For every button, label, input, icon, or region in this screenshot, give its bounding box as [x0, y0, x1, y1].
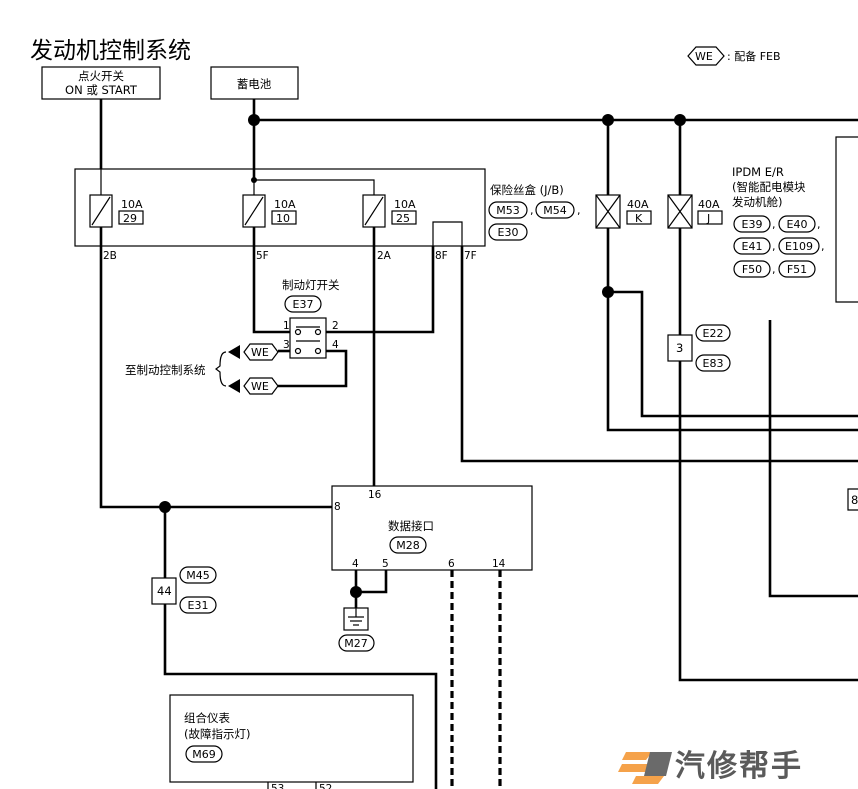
brake-control-tag-1: WE — [251, 346, 269, 359]
edge-pin-label: 8 — [851, 493, 858, 507]
brake-switch-pin3: 3 — [283, 339, 290, 351]
harness-joint-number: 44 — [157, 584, 172, 598]
meter-line1: 组合仪表 — [184, 711, 230, 725]
comma: , — [817, 218, 821, 231]
connector-e40: E40 — [787, 218, 808, 231]
wires — [99, 99, 858, 789]
diagram-title: 发动机控制系统 — [30, 38, 191, 64]
connector-m28: M28 — [396, 539, 420, 552]
connector-e109: E109 — [785, 240, 813, 253]
connector-m54: M54 — [543, 204, 567, 217]
ipdm-fuse-j-rating: 40A — [698, 198, 720, 211]
ipdm-fuse-k-number: K — [635, 212, 643, 225]
junction-dots — [159, 114, 686, 598]
connector-m53: M53 — [496, 204, 520, 217]
comma: , — [772, 218, 776, 231]
joint-3-number: 3 — [676, 341, 683, 355]
brake-switch-label: 制动灯开关 — [282, 278, 340, 292]
connector-f50: F50 — [742, 263, 762, 276]
edge-connector: 8 — [847, 488, 858, 511]
joint-3: 3 E22 E83 — [667, 324, 731, 372]
watermark-text: 汽修帮手 — [675, 749, 803, 784]
fuse-25-pin: 2A — [377, 250, 392, 262]
ipdm-labels: IPDM E/R (智能配电模块 发动机舱) E39 , E40 , E41 ,… — [732, 165, 825, 278]
combination-meter: 组合仪表 (故障指示灯) M69 53 52 — [169, 694, 414, 789]
fuse-29-rating: 10A — [121, 198, 143, 211]
fuse-25-rating: 10A — [394, 198, 416, 211]
ipdm-fuse-j-number: J — [706, 212, 710, 225]
ipdm-box — [835, 136, 858, 303]
ground-symbol: M27 — [338, 607, 375, 652]
comma: , — [530, 204, 534, 217]
data-link-connector: 16 8 数据接口 M28 4 5 6 14 — [331, 485, 533, 571]
connector-e37: E37 — [293, 298, 314, 311]
dlc-pin-16: 16 — [368, 489, 382, 501]
meter-pin-53: 53 — [271, 783, 284, 789]
fuse-29-pin: 2B — [103, 250, 117, 262]
ipdm-line2: (智能配电模块 — [732, 180, 806, 194]
comma: , — [821, 240, 825, 253]
battery: 蓄电池 — [210, 66, 299, 100]
connector-e30: E30 — [498, 226, 519, 239]
connector-f51: F51 — [787, 263, 807, 276]
watermark-logo-icon — [618, 752, 672, 784]
connector-e83: E83 — [703, 357, 724, 370]
fuse-block-pin-7f: 7F — [464, 250, 477, 262]
fuse-29-number: 29 — [123, 212, 137, 225]
dlc-label: 数据接口 — [388, 519, 434, 533]
brake-control-label: 至制动控制系统 — [125, 363, 206, 377]
comma: , — [772, 263, 776, 276]
comma: , — [577, 204, 581, 217]
battery-label: 蓄电池 — [237, 77, 272, 91]
fuse-25-number: 25 — [396, 212, 410, 225]
dlc-pin-5: 5 — [382, 558, 389, 570]
dlc-pin-14: 14 — [492, 558, 506, 570]
ipdm-fuses: 40A K 40A J — [595, 194, 723, 229]
harness-joint-44: 44 M45 E31 — [151, 566, 217, 614]
connector-e22: E22 — [703, 327, 724, 340]
dlc-pin-8: 8 — [334, 501, 341, 513]
connector-m27: M27 — [344, 637, 368, 650]
ignition-switch: 点火开关 ON 或 START — [41, 66, 161, 100]
ipdm-line3: 发动机舱) — [732, 195, 783, 209]
brake-control-arrows: WE WE 至制动控制系统 — [125, 343, 279, 395]
connector-e31: E31 — [188, 599, 209, 612]
dlc-pin-6: 6 — [448, 558, 455, 570]
brake-switch-pin2: 2 — [332, 320, 339, 332]
connector-m69: M69 — [192, 748, 216, 761]
connector-m45: M45 — [186, 569, 210, 582]
brake-light-switch: 制动灯开关 E37 1 2 3 4 — [282, 278, 340, 359]
fuse-10-pin: 5F — [256, 250, 269, 262]
connector-e41: E41 — [742, 240, 763, 253]
watermark: 汽修帮手 — [618, 749, 803, 784]
ipdm-line1: IPDM E/R — [732, 165, 784, 179]
comma: , — [772, 240, 776, 253]
fuse-10-rating: 10A — [274, 198, 296, 211]
ignition-switch-line2: ON 或 START — [65, 83, 138, 97]
fuse-block-label: 保险丝盒 (J/B) — [490, 183, 564, 197]
fuse-block: 10A 29 2B 10A 10 5F 10A 25 2A 8F 7F — [74, 168, 486, 262]
dlc-pin-4: 4 — [352, 558, 359, 570]
meter-line2: (故障指示灯) — [184, 727, 250, 741]
meter-pin-52: 52 — [319, 783, 332, 789]
ipdm-fuse-k-rating: 40A — [627, 198, 649, 211]
brake-switch-pin4: 4 — [332, 339, 339, 351]
legend-tag-text: WE — [695, 50, 713, 63]
ignition-switch-line1: 点火开关 — [78, 69, 124, 83]
fuse-block-connectors: M53 , M54 , E30 — [488, 201, 581, 241]
fuse-10-number: 10 — [276, 212, 290, 225]
connector-e39: E39 — [742, 218, 763, 231]
legend-we-tag: WE — [687, 46, 725, 66]
brake-control-tag-2: WE — [251, 380, 269, 393]
brake-switch-pin1: 1 — [283, 320, 290, 332]
fuse-block-pin-8f: 8F — [435, 250, 448, 262]
legend-text: : 配备 FEB — [727, 49, 781, 63]
